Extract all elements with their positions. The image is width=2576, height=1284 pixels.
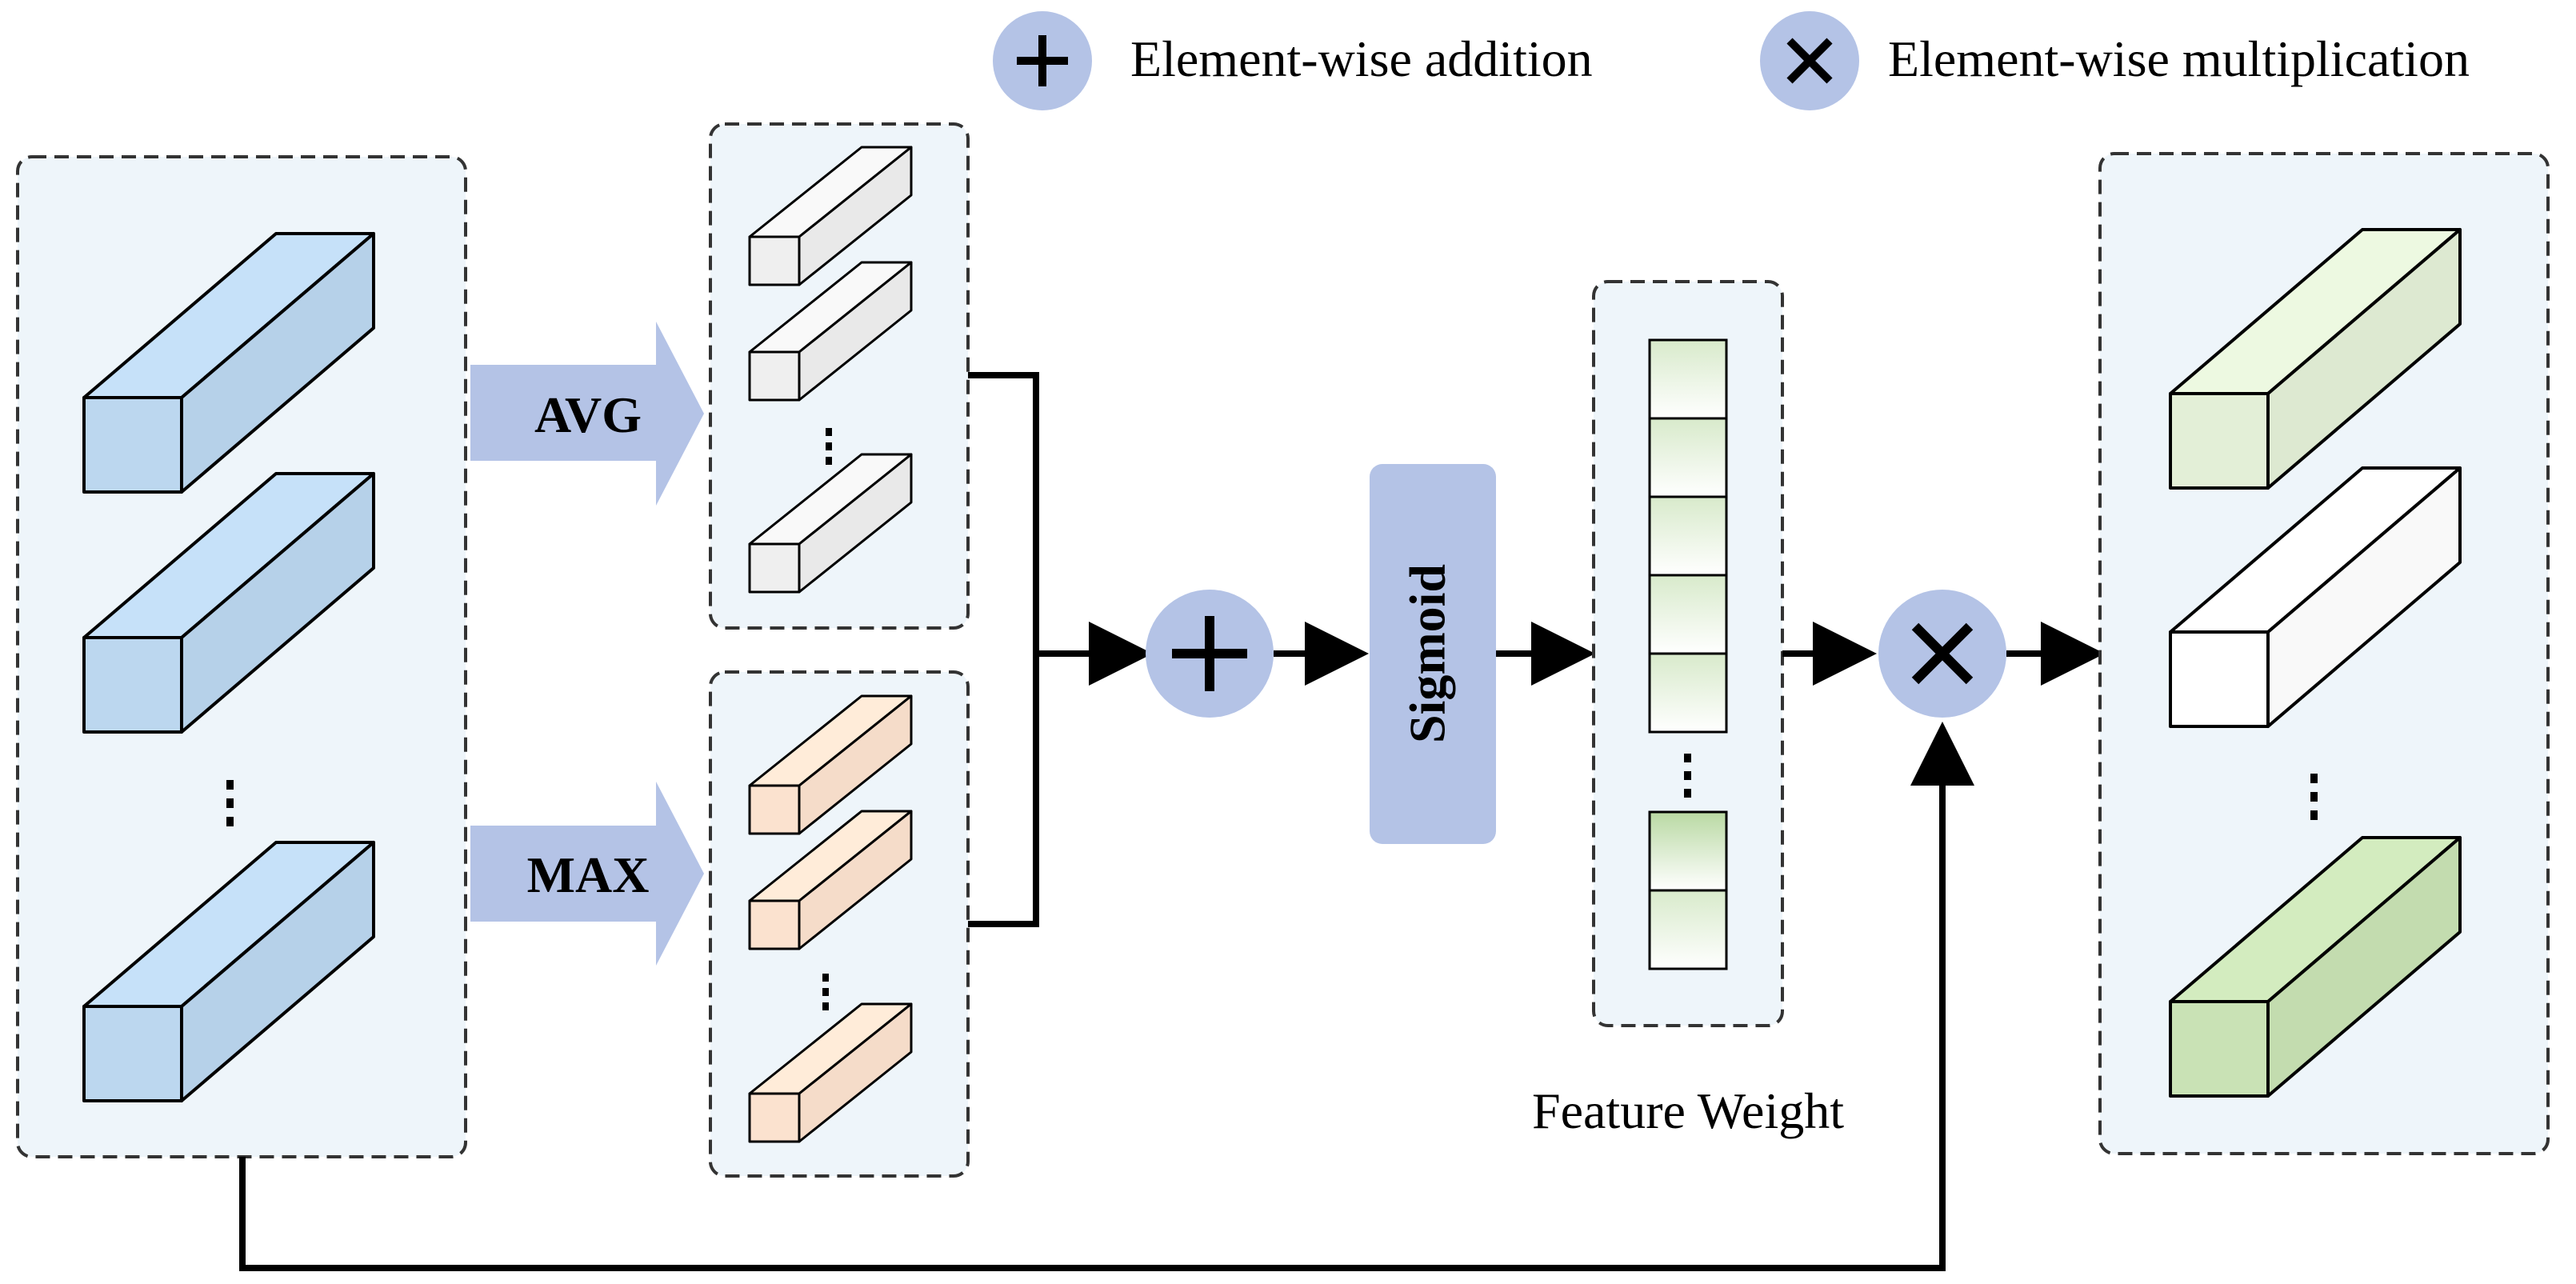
sigmoid-label: Sigmoid xyxy=(1399,564,1456,743)
input-feature-cube xyxy=(82,841,375,1102)
input-feature-cube xyxy=(82,472,375,734)
legend-addition: Element-wise addition xyxy=(993,11,1593,110)
max-connector xyxy=(968,654,1039,927)
max-pool-arrow: MAX xyxy=(470,782,704,966)
sigmoid-box xyxy=(1370,464,1496,844)
sigmoid-block: Sigmoid xyxy=(1370,464,1496,844)
avg-arrow-shape xyxy=(470,322,704,506)
multiply-operation xyxy=(1878,590,2006,718)
avg-ellipsis xyxy=(826,428,832,465)
max-pooled-cube xyxy=(748,1002,913,1143)
avg-pooled-cube xyxy=(748,261,913,402)
feature-weight-caption: Feature Weight xyxy=(1532,1082,1844,1139)
output-feature-panel xyxy=(2098,152,2550,1155)
max-arrow-shape xyxy=(470,782,704,966)
output-ellipsis xyxy=(2310,774,2318,820)
avg-label: AVG xyxy=(534,386,642,443)
weight-ellipsis xyxy=(1684,754,1691,798)
max-pooled-panel xyxy=(709,670,970,1178)
legend-multiplication-label: Element-wise multiplication xyxy=(1888,30,2470,87)
max-cube-stack xyxy=(748,694,913,1143)
max-ellipsis xyxy=(822,974,829,1010)
feature-weight-cell xyxy=(1648,889,1728,970)
times-symbol xyxy=(1786,38,1833,84)
feature-weight-cell xyxy=(1648,810,1728,892)
feature-weight-cell xyxy=(1648,338,1728,420)
feature-weight-cell xyxy=(1648,574,1728,655)
output-feature-cube xyxy=(2169,466,2462,728)
legend-addition-label: Element-wise addition xyxy=(1130,30,1593,87)
legend-multiplication: Element-wise multiplication xyxy=(1760,11,2470,110)
max-label: MAX xyxy=(527,846,650,903)
avg-pooled-cube xyxy=(748,453,913,594)
feature-weight-cell xyxy=(1648,417,1728,498)
max-pooled-cube xyxy=(748,694,913,835)
avg-pooled-cube xyxy=(748,146,913,286)
output-feature-cube xyxy=(2169,228,2462,490)
input-ellipsis xyxy=(226,780,234,826)
input-feature-panel xyxy=(16,155,467,1158)
skip-connection-arrow xyxy=(239,722,1974,1271)
avg-pooled-panel xyxy=(709,122,970,630)
feature-weight-panel: Feature Weight xyxy=(1532,280,1844,1139)
merge-connectors xyxy=(968,372,1153,927)
feature-weight-cells xyxy=(1648,338,1728,970)
avg-connector xyxy=(968,372,1039,654)
input-cube-stack xyxy=(82,232,375,1102)
output-cube-stack xyxy=(2169,228,2462,1098)
legend: Element-wise addition Element-wise multi… xyxy=(993,11,2470,110)
max-pooled-cube xyxy=(748,810,913,950)
add-operation xyxy=(1146,590,1274,718)
multiply-times-symbol xyxy=(1911,622,1974,685)
plus-symbol xyxy=(1017,35,1068,86)
add-plus-symbol xyxy=(1172,616,1247,691)
feature-weight-cell xyxy=(1648,652,1728,734)
avg-cube-stack xyxy=(748,146,913,594)
output-feature-cube xyxy=(2169,836,2462,1098)
feature-weight-cell xyxy=(1648,495,1728,577)
input-feature-cube xyxy=(82,232,375,494)
avg-pool-arrow: AVG xyxy=(470,322,704,506)
